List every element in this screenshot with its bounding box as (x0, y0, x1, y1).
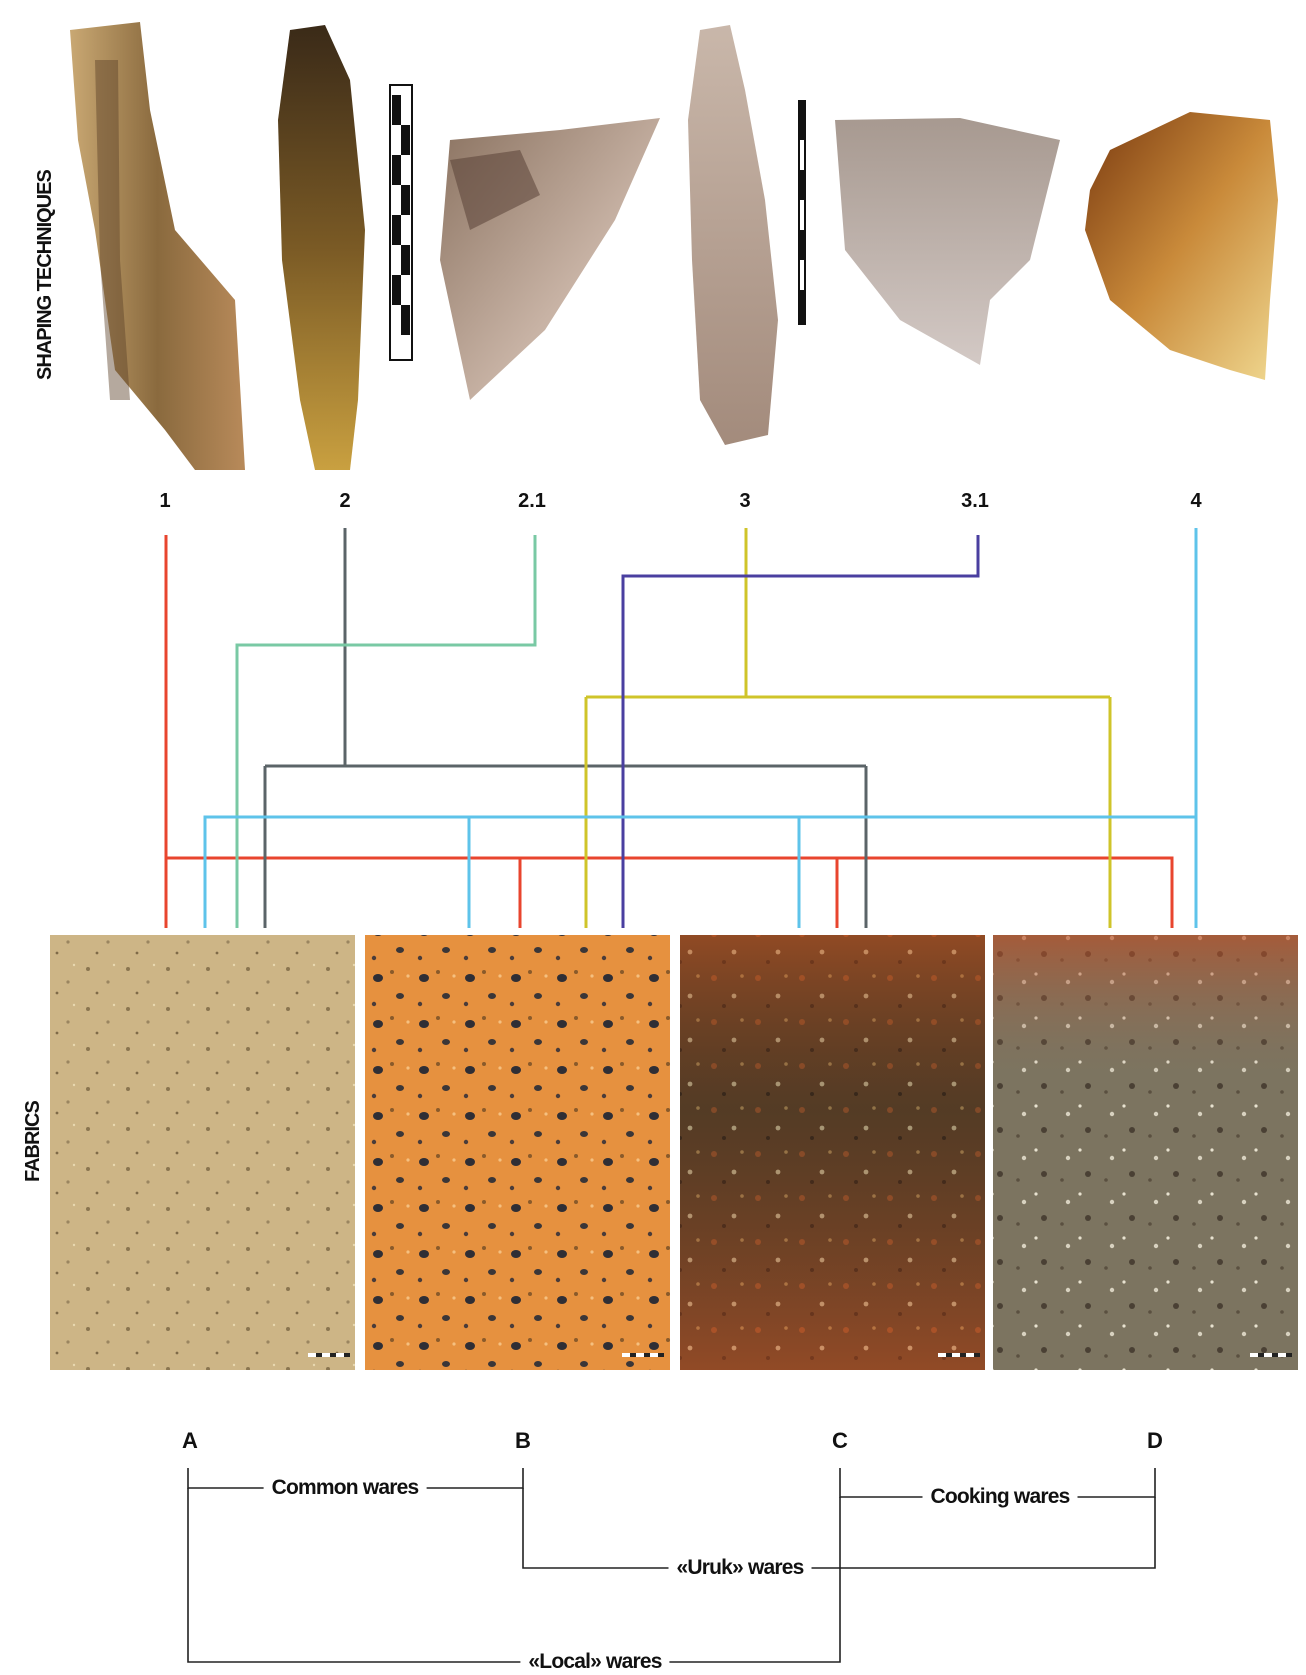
connector-technique-2-1 (237, 535, 535, 928)
fabric-label-B: B (515, 1428, 531, 1454)
technique-label-3: 3 (739, 490, 750, 513)
connector-technique-3-1 (623, 535, 978, 928)
technique-label-1: 1 (159, 490, 170, 513)
technique-label-2-1: 2.1 (518, 490, 546, 513)
fabrics-label: FABRICS (22, 1101, 45, 1182)
fabric-B-photo (365, 935, 670, 1370)
sherd-photos (0, 0, 1306, 500)
technique-label-2: 2 (339, 490, 350, 513)
fabric-D-scale-bar (1250, 1353, 1292, 1357)
connector-technique-3 (586, 528, 1110, 928)
technique-label-3-1: 3.1 (961, 490, 989, 513)
cooking-wares-label: Cooking wares (923, 1485, 1078, 1509)
fabric-label-D: D (1147, 1428, 1163, 1454)
connector-technique-1 (166, 535, 1172, 928)
sherd-3 (688, 25, 778, 445)
sherd-4 (1085, 112, 1278, 380)
sherd-2-1 (440, 118, 660, 400)
scale-bar-1 (390, 85, 412, 360)
fabric-label-A: A (182, 1428, 198, 1454)
connector-technique-4 (205, 528, 1196, 928)
fabric-D-photo (993, 935, 1298, 1370)
connector-technique-2 (265, 528, 866, 928)
uruk-wares-label: «Uruk» wares (669, 1556, 812, 1580)
sherd-3-1 (835, 118, 1060, 365)
common-wares-label: Common wares (264, 1476, 427, 1500)
fabric-label-C: C (832, 1428, 848, 1454)
fabric-C-scale-bar (938, 1353, 980, 1357)
scale-bar-2 (798, 100, 806, 325)
fabric-B-scale-bar (622, 1353, 664, 1357)
technique-label-4: 4 (1190, 490, 1201, 513)
fabric-A-scale-bar (308, 1353, 350, 1357)
fabric-A-photo (50, 935, 355, 1370)
sherd-2 (278, 25, 365, 470)
fabric-C-photo (680, 935, 985, 1370)
local-wares-label: «Local» wares (520, 1650, 669, 1674)
sherd-1 (70, 22, 245, 470)
